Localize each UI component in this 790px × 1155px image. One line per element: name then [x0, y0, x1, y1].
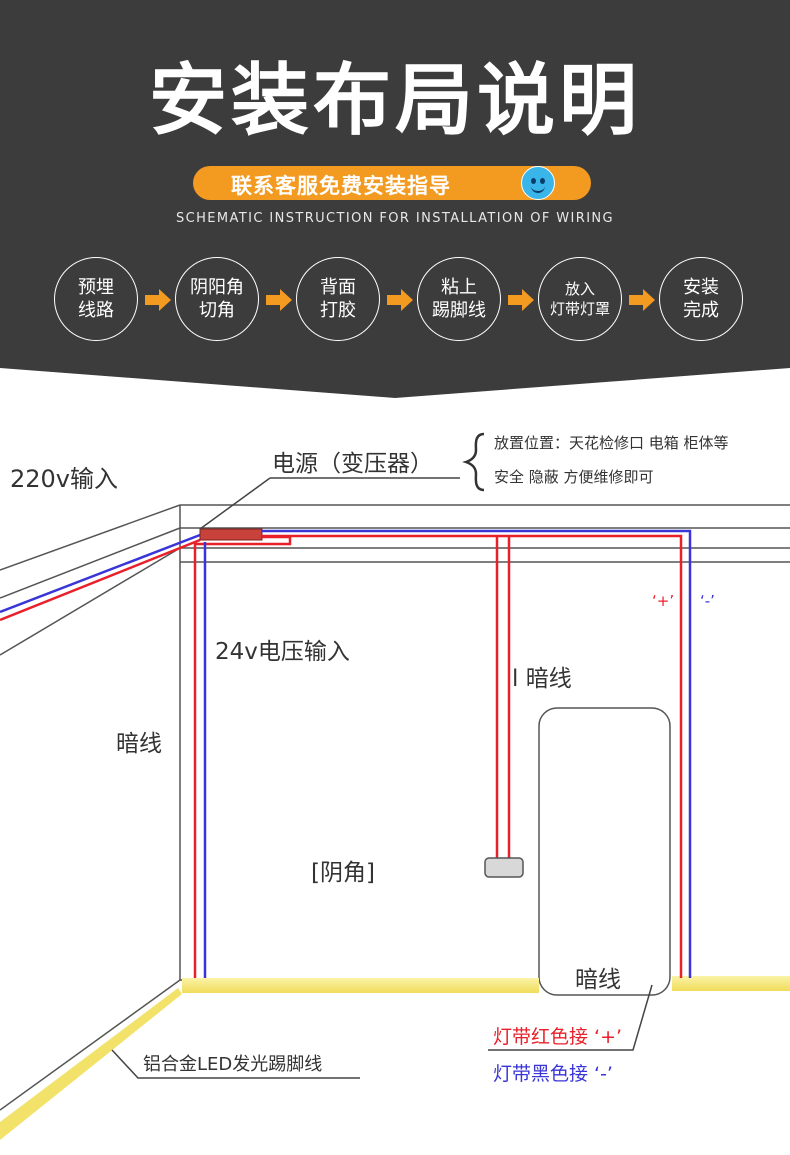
- product-callout-line: [111, 1049, 360, 1079]
- door: [538, 707, 671, 996]
- header-band: 安装布局说明 联系客服免费安装指导 SCHEMATIC INSTRUCTION …: [0, 0, 790, 400]
- black-wire-note: 灯带黑色接 ‘-’: [493, 1063, 613, 1085]
- page-subtitle: SCHEMATIC INSTRUCTION FOR INSTALLATION O…: [175, 211, 615, 226]
- right-arrow-icon: [145, 289, 171, 311]
- right-arrow-icon: [266, 289, 292, 311]
- positive-mark: ‘+’: [652, 592, 675, 610]
- placement-note-2: 安全 隐蔽 方便维修即可: [494, 468, 654, 486]
- concealed-wire-door-label: 暗线: [575, 967, 621, 993]
- transformer-box: [199, 528, 263, 541]
- red-wire-note: 灯带红色接 ‘+’: [493, 1026, 623, 1048]
- smiley-icon: [521, 166, 555, 200]
- wall-switch: [484, 857, 524, 878]
- low-voltage-wires: [193, 529, 692, 978]
- step-4: 粘上 踢脚线: [417, 257, 501, 341]
- concealed-wire-left-label: 暗线: [116, 731, 162, 757]
- step-5: 放入 灯带灯罩: [538, 257, 622, 341]
- input-24v-label: 24v电压输入: [215, 639, 350, 665]
- right-arrow-icon: [629, 289, 655, 311]
- page-title: 安装布局说明: [148, 56, 641, 146]
- step-6: 安装 完成: [659, 257, 743, 341]
- step-3: 背面 打胶: [296, 257, 380, 341]
- step-1: 预埋 线路: [54, 257, 138, 341]
- power-supply-label: 电源（变压器）: [272, 451, 433, 477]
- right-arrow-icon: [387, 289, 413, 311]
- placement-note-1: 放置位置：天花检修口 电箱 柜体等: [494, 434, 729, 452]
- input-220v-label: 220v输入: [10, 465, 119, 493]
- curly-brace-icon: [462, 432, 485, 492]
- negative-mark: ‘-’: [700, 592, 715, 610]
- product-label: 铝合金LED发光踢脚线: [143, 1054, 323, 1075]
- right-arrow-icon: [508, 289, 534, 311]
- contact-service-label: 联系客服免费安装指导: [231, 174, 451, 198]
- led-skirting-light: [0, 976, 790, 1140]
- contact-service-banner[interactable]: 联系客服免费安装指导: [193, 166, 591, 200]
- step-2: 阴阳角 切角: [175, 257, 259, 341]
- wire-color-callout-line: [488, 984, 653, 1051]
- inner-corner-label: [阴角]: [311, 860, 375, 886]
- concealed-wire-middle-label: l 暗线: [512, 666, 572, 692]
- input-220v-wires: [0, 533, 201, 622]
